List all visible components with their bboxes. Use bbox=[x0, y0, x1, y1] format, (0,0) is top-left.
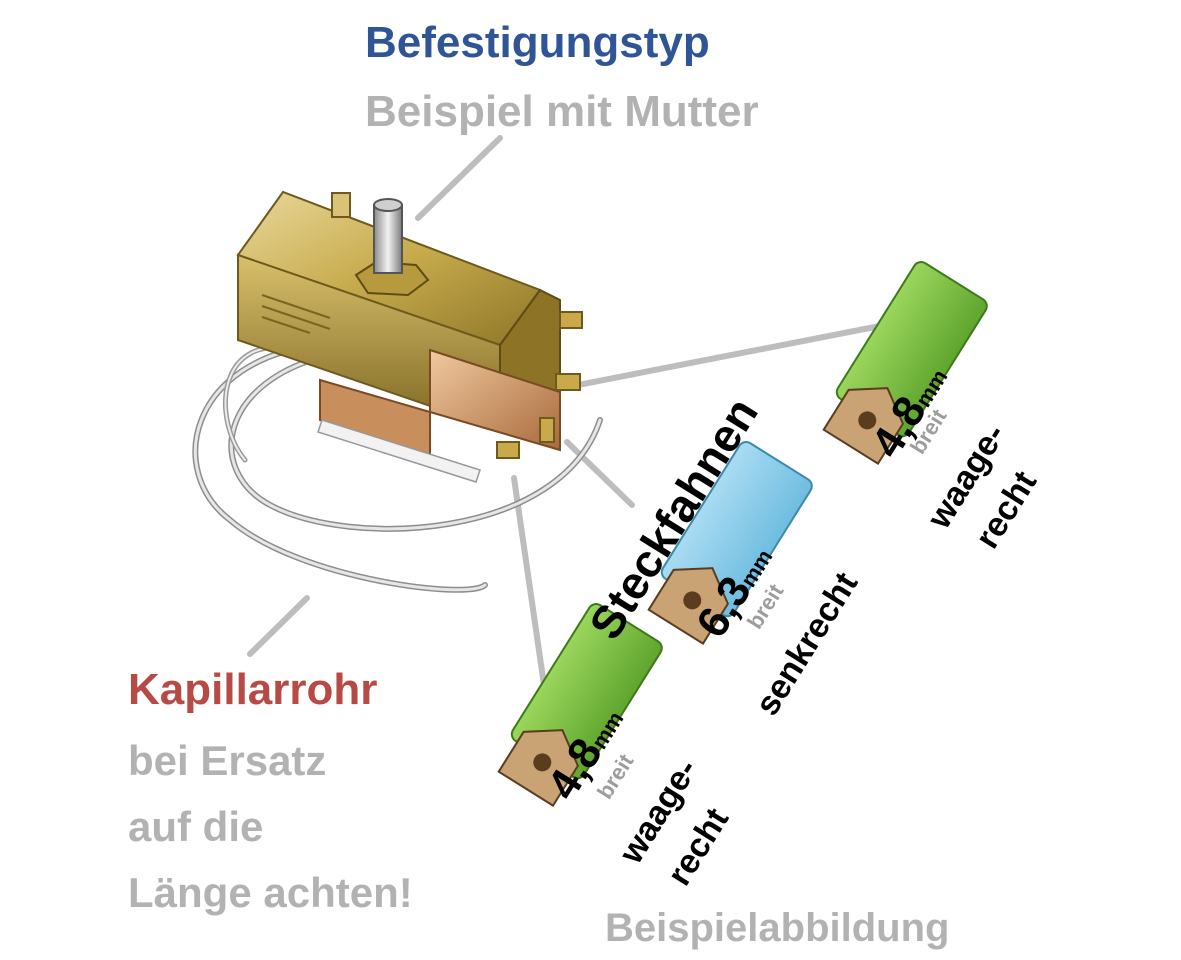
capillary-line-2: auf die bbox=[128, 803, 264, 850]
thermostat-body bbox=[236, 190, 583, 483]
leader-line-tab-left bbox=[511, 475, 548, 695]
capillary-line-3: Länge achten! bbox=[128, 869, 413, 916]
leader-line-steckfahnen bbox=[564, 439, 635, 508]
leader-line-mounting bbox=[415, 135, 503, 221]
terminal-tab-middle bbox=[647, 441, 813, 645]
mounting-title: Befestigungstyp bbox=[365, 18, 710, 67]
leader-line-capillary bbox=[247, 595, 310, 657]
capillary-title: Kapillarrohr bbox=[128, 665, 378, 714]
terminal-tab-right bbox=[822, 261, 988, 465]
capillary-line-1: bei Ersatz bbox=[128, 737, 327, 784]
footer-caption: Beispielabbildung bbox=[605, 906, 950, 950]
terminal-tab-left bbox=[497, 603, 663, 807]
leader-line-tab-right bbox=[575, 322, 888, 388]
mounting-subtitle: Beispiel mit Mutter bbox=[365, 87, 759, 136]
leader-lines bbox=[247, 135, 888, 695]
